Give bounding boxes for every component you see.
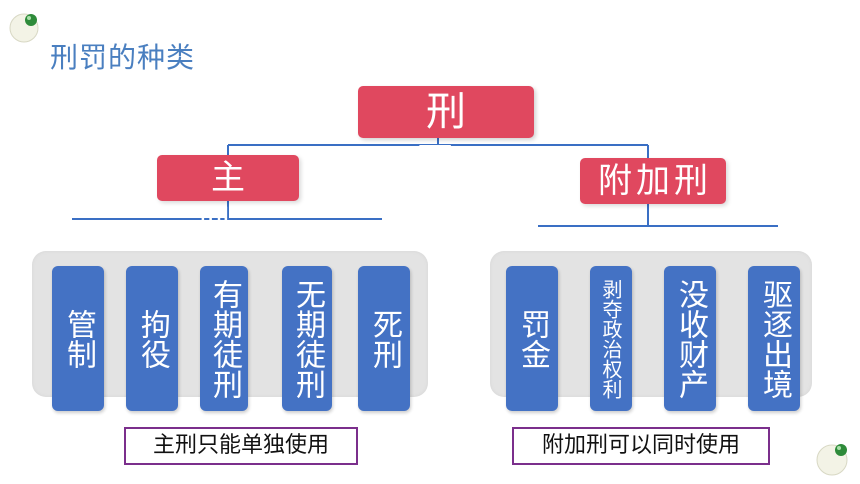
card-confiscation-property: 没收财产: [664, 266, 716, 411]
card-label: 无期徒刑: [290, 278, 325, 399]
card-label: 没收财产: [673, 278, 708, 399]
orb-decoration-icon-bottom-right: [816, 444, 848, 476]
card-label: 剥夺政治权利: [599, 278, 623, 399]
page-title: 刑罚的种类: [50, 41, 196, 74]
card-label: 有期徒刑: [207, 278, 242, 399]
card-label: 拘役: [135, 308, 170, 369]
card-label: 驱逐出境: [757, 278, 792, 399]
branch-node-additional-penalty: 附加刑: [580, 158, 726, 204]
card-deportation: 驱逐出境: [748, 266, 800, 411]
card-label: 死刑: [367, 308, 402, 369]
note-main-penalty: 主刑只能单独使用: [124, 427, 358, 465]
root-node-penalty: 刑 罚: [358, 86, 534, 187]
card-fine: 罚金: [506, 266, 558, 411]
card-control: 管制: [52, 266, 104, 411]
card-life-imprisonment: 无期徒刑: [282, 266, 332, 411]
card-label: 罚金: [515, 308, 550, 369]
card-deprivation-political-rights: 剥夺政治权利: [590, 266, 632, 411]
note-additional-penalty: 附加刑可以同时使用: [512, 427, 770, 465]
card-death-penalty: 死刑: [358, 266, 410, 411]
orb-decoration-icon-top-left: [9, 13, 39, 43]
card-fixed-term-imprisonment: 有期徒刑: [200, 266, 248, 411]
card-label: 管制: [61, 308, 96, 369]
branch-node-main-penalty: 主 刑: [157, 155, 299, 244]
card-detention: 拘役: [126, 266, 178, 411]
